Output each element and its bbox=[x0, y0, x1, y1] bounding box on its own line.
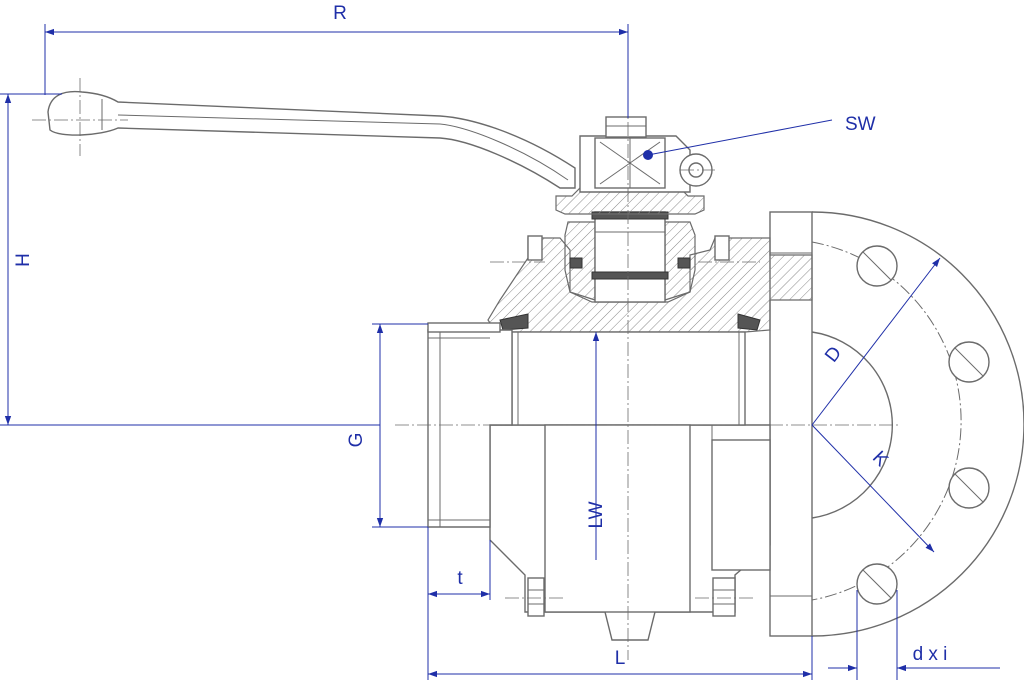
seat-seal-right bbox=[737, 313, 761, 331]
dimension-label-L: L bbox=[615, 648, 626, 669]
dimension-G: G bbox=[346, 323, 428, 528]
dimension-label-G: G bbox=[346, 433, 367, 448]
dimension-dxi: d x i bbox=[828, 590, 1000, 680]
body-bolt-top-right bbox=[714, 235, 730, 261]
dimension-label-SW: SW bbox=[845, 114, 876, 135]
dimension-label-LW: LW bbox=[586, 501, 607, 528]
flange-end-view bbox=[769, 211, 1024, 637]
sw-reference-dot bbox=[643, 150, 653, 160]
flange-outer-arc bbox=[811, 211, 1024, 637]
threaded-end-collar bbox=[427, 322, 501, 333]
dimension-label-H: H bbox=[13, 253, 34, 267]
dimension-SW: SW bbox=[643, 114, 876, 160]
bolt-hole bbox=[948, 467, 990, 509]
body-bolt-top-left bbox=[527, 235, 543, 261]
stem-shaft bbox=[594, 211, 666, 303]
stem-cap bbox=[555, 187, 705, 215]
body-bolt-left bbox=[527, 577, 545, 617]
dimension-L: L bbox=[427, 600, 813, 680]
handle-bar bbox=[47, 90, 576, 189]
lever-handle bbox=[47, 90, 713, 193]
lock-ring bbox=[679, 153, 713, 187]
body-center-block bbox=[544, 424, 691, 613]
flange-inner-step bbox=[711, 439, 771, 571]
bolt-hole bbox=[856, 563, 898, 605]
dimension-label-R: R bbox=[333, 3, 347, 24]
bolt-hole bbox=[948, 341, 990, 383]
dimension-H: H bbox=[0, 93, 380, 426]
stem-assembly bbox=[555, 187, 705, 303]
dimension-label-t: t bbox=[457, 568, 463, 589]
bolt-hole bbox=[856, 245, 898, 287]
dimension-LW: LW bbox=[586, 332, 607, 560]
center-lines bbox=[32, 78, 900, 660]
body-bolt-right bbox=[712, 577, 736, 617]
inner-cavity bbox=[511, 331, 746, 426]
dimension-t: t bbox=[427, 527, 491, 600]
dimension-label-dxi: d x i bbox=[913, 644, 948, 665]
dimension-R: R bbox=[44, 3, 629, 118]
seat-seal-left bbox=[499, 313, 529, 331]
stem-nut bbox=[605, 116, 647, 138]
